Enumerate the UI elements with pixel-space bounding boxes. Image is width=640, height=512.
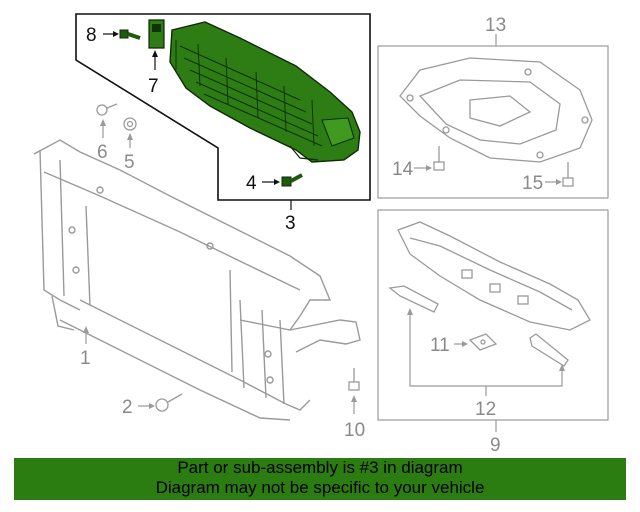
- leader-2-arrow: [149, 403, 155, 409]
- part-5-nut[interactable]: [123, 117, 137, 131]
- part-13-box: [377, 45, 609, 199]
- callout-2: 2: [122, 397, 133, 418]
- part-6-bolt[interactable]: [96, 103, 118, 116]
- part-15-bolt[interactable]: [562, 162, 574, 187]
- callout-11: 11: [430, 335, 450, 356]
- leader-15-arrow: [556, 179, 562, 185]
- part-14-bolt[interactable]: [433, 146, 445, 171]
- part-12-strip-right[interactable]: [529, 333, 569, 367]
- callout-7: 7: [148, 76, 159, 97]
- part-3-highlighted-assembly[interactable]: [169, 21, 361, 163]
- part-8-bolt[interactable]: [119, 29, 141, 40]
- leader-4-arrow: [274, 179, 280, 185]
- leader-12-arrow-left: [407, 308, 413, 315]
- info-banner: Part or sub-assembly is #3 in diagram Di…: [14, 458, 626, 500]
- callout-8: 8: [86, 25, 97, 46]
- callout-6: 6: [97, 142, 108, 163]
- part-12-strip-left[interactable]: [388, 285, 439, 313]
- callout-4: 4: [246, 173, 257, 194]
- leader-7-arrow: [152, 50, 158, 57]
- part-3-group-box: [75, 13, 371, 201]
- banner-line-1: Part or sub-assembly is #3 in diagram: [177, 458, 463, 477]
- part-9-box: [377, 209, 609, 421]
- leader-6-arrow: [100, 119, 106, 126]
- part-2-bolt[interactable]: [155, 393, 183, 412]
- leader-10-arrow: [351, 395, 357, 402]
- part-1-carrier-assembly[interactable]: [33, 139, 361, 421]
- callout-13: 13: [485, 15, 506, 36]
- leader-14-arrow: [426, 165, 432, 171]
- part-10-bolt[interactable]: [348, 368, 360, 391]
- callout-10: 10: [344, 420, 365, 441]
- callout-9: 9: [490, 435, 501, 456]
- banner-line-2: Diagram may not be specific to your vehi…: [155, 478, 485, 497]
- part-4-bolt[interactable]: [281, 173, 303, 187]
- callout-15: 15: [522, 173, 543, 194]
- callout-14: 14: [392, 159, 414, 180]
- part-11-clip[interactable]: [468, 333, 498, 351]
- leader-12-arrow-right: [559, 364, 565, 371]
- leader-11-arrow: [462, 341, 468, 347]
- callout-1: 1: [80, 348, 91, 369]
- part-12-deflector[interactable]: [397, 221, 591, 331]
- leader-1-arrow: [83, 326, 89, 333]
- leader-8-arrow: [113, 31, 119, 37]
- callout-12: 12: [475, 399, 496, 420]
- part-13-undercover[interactable]: [399, 57, 593, 163]
- callout-5: 5: [124, 152, 135, 173]
- leader-5-arrow: [127, 133, 133, 140]
- part-7-clip[interactable]: [148, 19, 165, 49]
- callout-3: 3: [285, 213, 296, 234]
